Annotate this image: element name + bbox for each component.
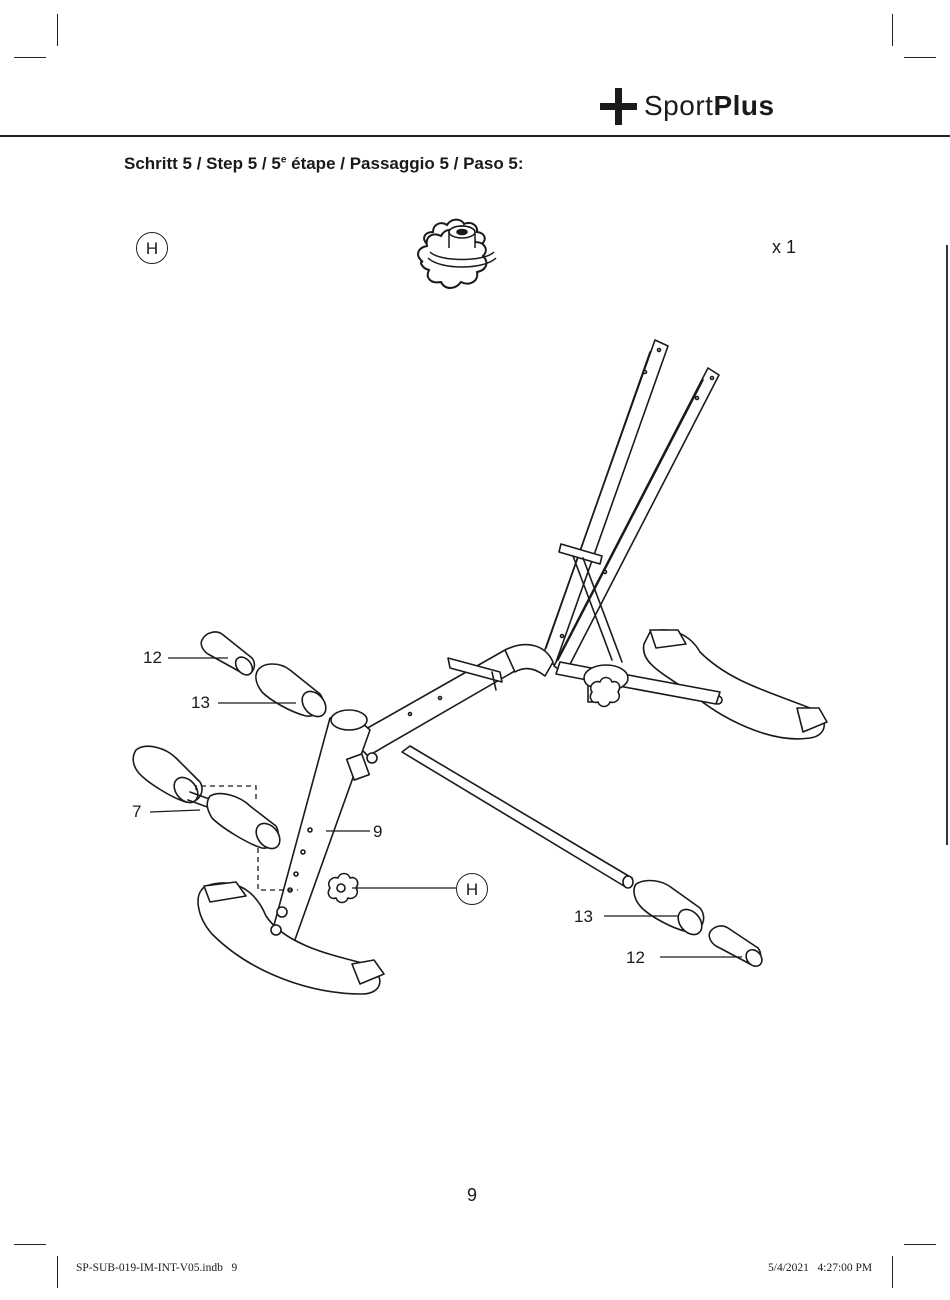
brand-name-bold: Plus xyxy=(713,90,775,121)
crop-mark-top-left-h xyxy=(14,57,46,58)
footer-timestamp: 5/4/2021 4:27:00 PM xyxy=(768,1262,873,1274)
plus-cross-icon xyxy=(600,88,637,125)
callout-13-top: 13 xyxy=(191,693,210,712)
callout-part-h: H xyxy=(456,873,488,905)
callout-9: 9 xyxy=(373,822,383,841)
brand-name-regular: Sport xyxy=(644,90,714,121)
footer-file-name: SP-SUB-019-IM-INT-V05.indb 9 xyxy=(76,1262,238,1274)
part-letter-badge: H xyxy=(136,232,168,264)
callout-12-top: 12 xyxy=(143,648,162,667)
page-number: 9 xyxy=(467,1185,478,1205)
header-rule xyxy=(0,135,950,137)
crop-mark-top-right-h xyxy=(904,57,936,58)
crop-mark-top-left-v xyxy=(57,14,58,46)
page-edge-line xyxy=(946,245,948,845)
crop-mark-top-right-v xyxy=(892,14,893,46)
crop-mark-bottom-right-h xyxy=(904,1244,936,1245)
crop-mark-bottom-left-h xyxy=(14,1244,46,1245)
step-heading-main: Schritt 5 / Step 5 / 5 xyxy=(124,154,281,173)
crop-mark-bottom-right-v xyxy=(892,1256,893,1288)
callout-12-bottom: 12 xyxy=(626,948,645,967)
step-heading: Schritt 5 / Step 5 / 5e étape / Passaggi… xyxy=(124,154,524,174)
step-heading-rest: étape / Passaggio 5 / Paso 5: xyxy=(286,154,524,173)
crop-mark-bottom-left-v xyxy=(57,1256,58,1288)
part-quantity: x 1 xyxy=(772,237,797,257)
callout-13-bottom: 13 xyxy=(574,907,593,926)
callout-7: 7 xyxy=(132,802,142,821)
step-heading-superscript: e xyxy=(280,154,287,166)
brand-name: SportPlus xyxy=(644,90,775,122)
